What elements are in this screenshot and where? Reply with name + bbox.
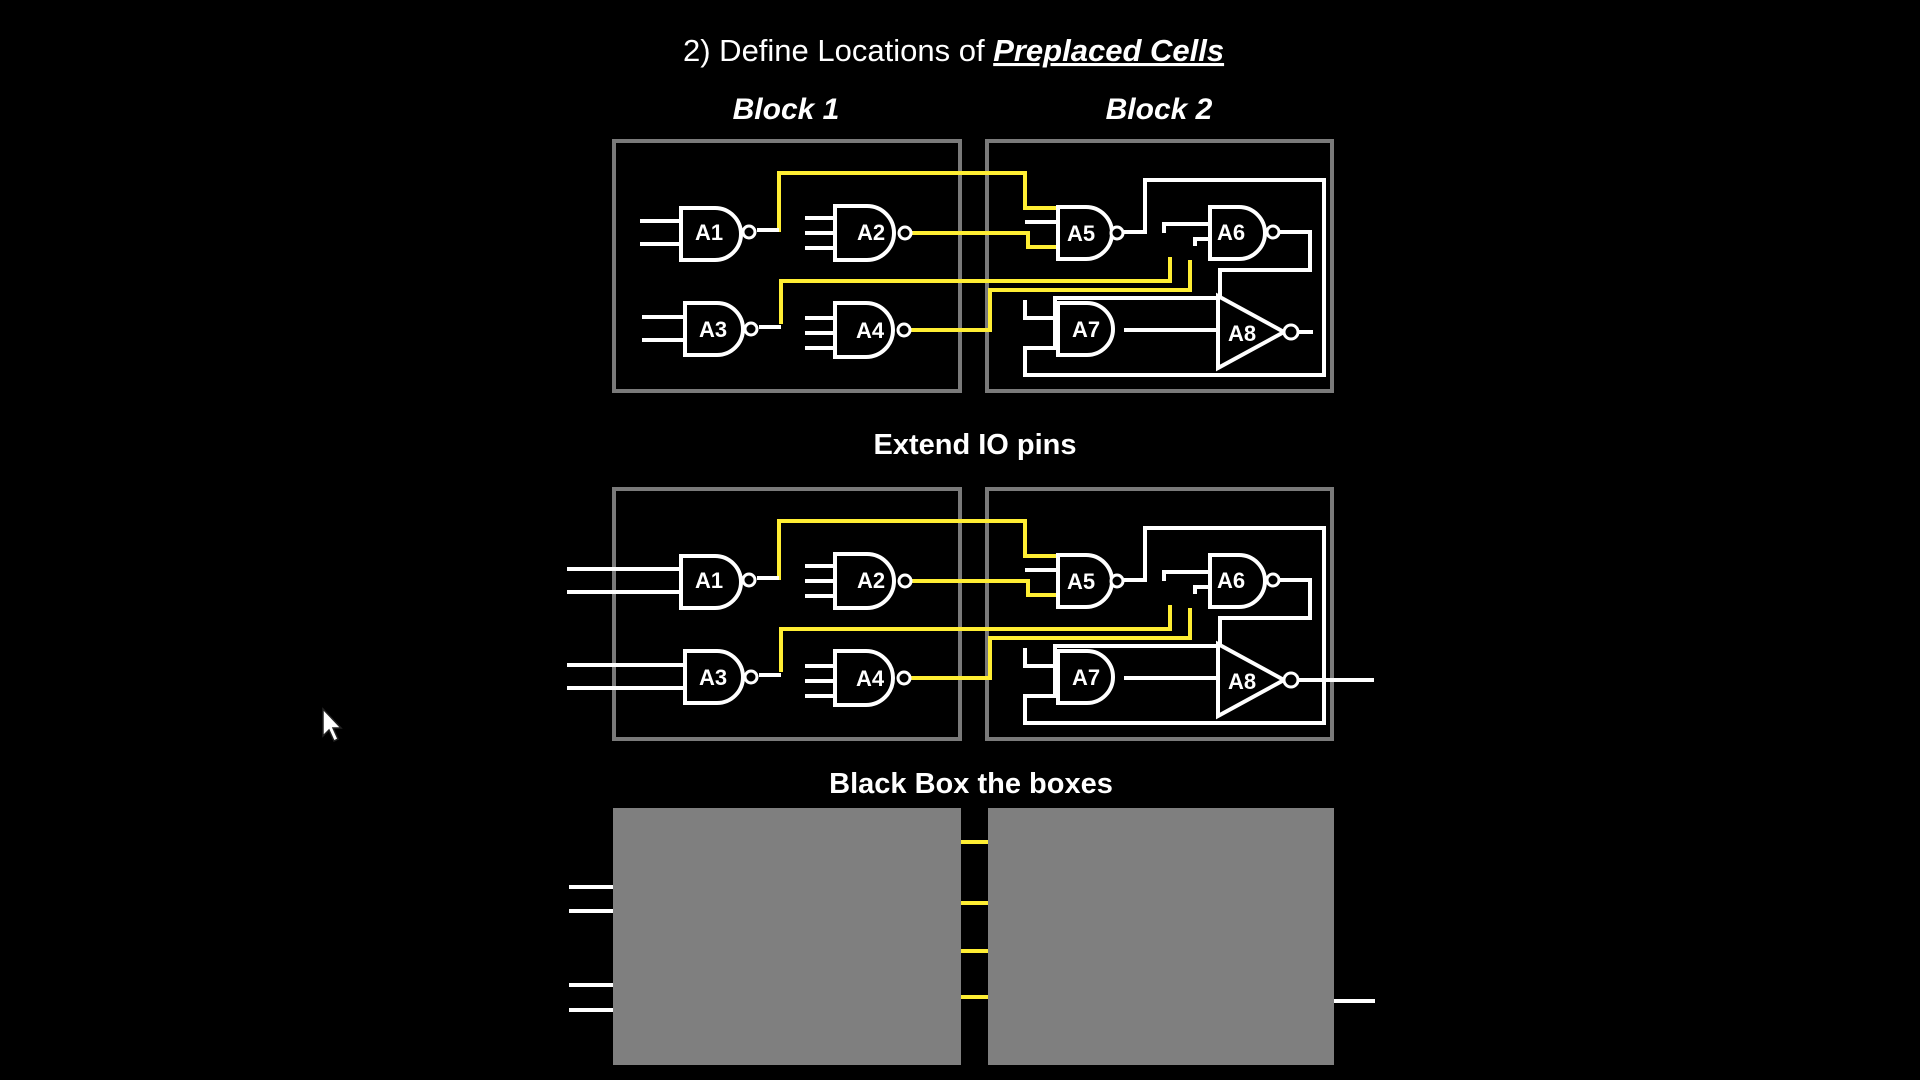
slide-title: 2) Define Locations of Preplaced Cells xyxy=(683,33,1224,68)
block-1-label: Block 1 xyxy=(733,93,840,126)
gate-label-a5: A5 xyxy=(1067,221,1095,246)
gate-label-a1: A1 xyxy=(695,220,723,245)
slide-title-prefix: 2) Define Locations of xyxy=(683,33,993,68)
slide-title-emphasis: Preplaced Cells xyxy=(993,33,1224,68)
section-label-extend-io: Extend IO pins xyxy=(873,429,1076,461)
circuit-diagram-extended-io: A1 A2 A3 A4 A5 A6 A7 A8 xyxy=(567,487,1374,741)
black-box-diagram xyxy=(569,808,1375,1065)
section-label-black-box: Black Box the boxes xyxy=(829,768,1113,800)
black-box-block-2 xyxy=(988,808,1334,1065)
gate-label-a2: A2 xyxy=(857,568,885,593)
gate-label-a2: A2 xyxy=(857,220,885,245)
circuit-diagram-original: A1 A2 A3 A4 A5 A6 A7 A8 xyxy=(612,139,1334,393)
gate-label-a5: A5 xyxy=(1067,569,1095,594)
gate-label-a3: A3 xyxy=(699,317,727,342)
gate-label-a7: A7 xyxy=(1072,665,1100,690)
gate-label-a4: A4 xyxy=(856,666,885,691)
gate-label-a7: A7 xyxy=(1072,317,1100,342)
gate-label-a8: A8 xyxy=(1228,669,1256,694)
black-box-block-1 xyxy=(613,808,961,1065)
gate-label-a8: A8 xyxy=(1228,321,1256,346)
block-2-label: Block 2 xyxy=(1106,93,1213,126)
gate-label-a6: A6 xyxy=(1217,568,1245,593)
gate-label-a3: A3 xyxy=(699,665,727,690)
gate-label-a4: A4 xyxy=(856,318,885,343)
mouse-cursor-icon xyxy=(322,707,343,743)
gate-label-a1: A1 xyxy=(695,568,723,593)
gate-label-a6: A6 xyxy=(1217,220,1245,245)
